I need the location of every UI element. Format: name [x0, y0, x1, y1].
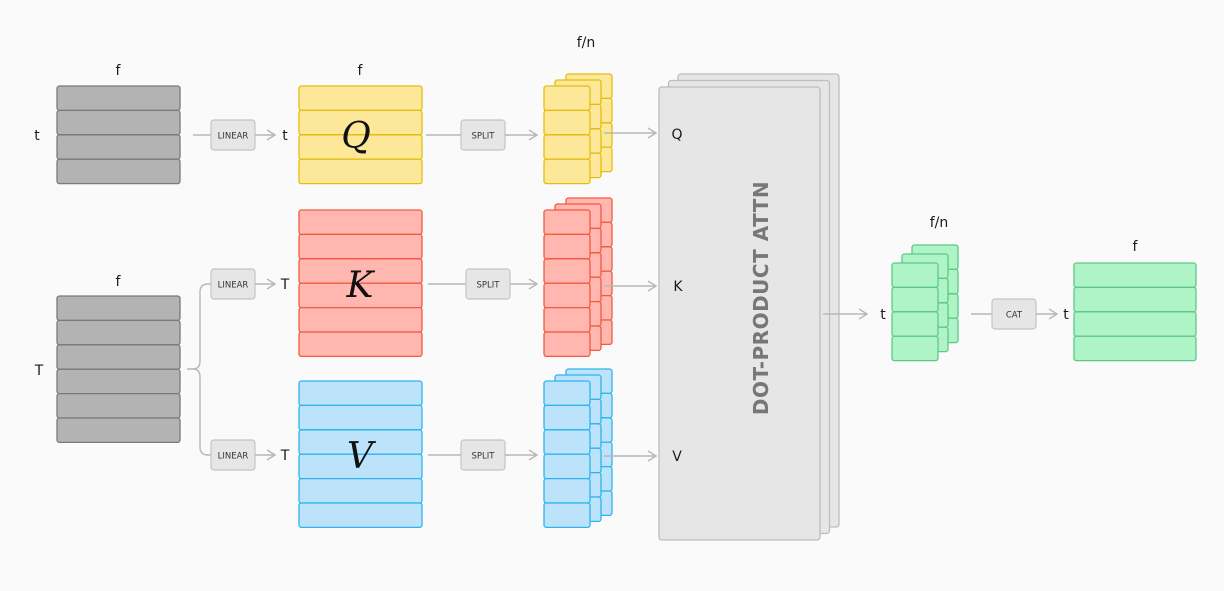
kv-input-row — [56, 417, 181, 444]
value-row — [298, 477, 423, 504]
query-row — [298, 85, 423, 112]
cat-op[interactable]: CAT — [991, 298, 1037, 330]
output-row — [1073, 286, 1197, 313]
key-row — [298, 331, 423, 358]
split-op-label: SPLIT — [477, 281, 501, 291]
v-row-label: T — [280, 448, 290, 464]
value-row — [298, 380, 423, 407]
value-head-1-row — [543, 404, 591, 431]
query-input-row — [56, 85, 181, 112]
output-head-1-row — [891, 335, 939, 362]
value-row — [298, 502, 423, 529]
query-matrix — [298, 85, 423, 185]
key-matrix — [298, 209, 423, 358]
attn-layer-1 — [658, 86, 821, 541]
query-input-row — [56, 158, 181, 185]
key-head-1-row — [543, 209, 591, 236]
linear-op-label: LINEAR — [218, 132, 249, 142]
kv-input-row — [56, 344, 181, 370]
output-row — [1073, 335, 1197, 362]
key-head-1-row — [543, 233, 591, 260]
kv-input-col-label: f — [116, 274, 122, 290]
key-head-1-row — [543, 258, 591, 284]
query-input-row-label: t — [34, 128, 40, 144]
linear-op-v[interactable]: LINEAR — [210, 439, 256, 471]
key-value-input-matrix — [56, 295, 181, 444]
kv-input-row-label: T — [34, 363, 44, 379]
split-op-label: SPLIT — [472, 132, 496, 142]
dot-product-attention-block[interactable] — [658, 73, 840, 541]
linear-op-q[interactable]: LINEAR — [210, 119, 256, 151]
output-row — [1073, 311, 1197, 337]
value-head-1-row — [543, 477, 591, 504]
key-row — [298, 209, 423, 236]
out-col-label: f — [1133, 239, 1139, 255]
query-head-1-row — [543, 134, 591, 160]
value-head-1-row — [543, 502, 591, 529]
out-split-col-label: f/n — [930, 215, 949, 231]
attn-input-v: V — [672, 449, 682, 465]
output-matrix — [1073, 262, 1197, 362]
key-head-1-row — [543, 282, 591, 309]
linear-op-label: LINEAR — [218, 452, 249, 462]
query-head-1-row — [543, 85, 591, 112]
output-heads-stack — [891, 244, 959, 362]
q-split-col-label: f/n — [577, 35, 596, 51]
query-input-matrix — [56, 85, 181, 185]
value-heads-stack — [543, 368, 613, 529]
value-head-1-row — [543, 453, 591, 480]
key-row — [298, 306, 423, 333]
q-row-label: t — [282, 128, 288, 144]
kv-input-row — [56, 392, 181, 419]
kv-input-row — [56, 295, 181, 322]
query-input-col-label: f — [116, 63, 122, 79]
query-input-row — [56, 109, 181, 136]
brace-connector-top — [187, 283, 211, 370]
value-head-1-row — [543, 429, 591, 455]
split-op-v[interactable]: SPLIT — [460, 439, 506, 471]
brace-connector-bottom — [192, 368, 211, 456]
attn-input-q: Q — [671, 127, 682, 143]
query-input-row — [56, 134, 181, 160]
query-heads-stack — [543, 73, 613, 185]
q-col-label: f — [358, 63, 364, 79]
split-op-q[interactable]: SPLIT — [460, 119, 506, 151]
cat-op-label: CAT — [1006, 311, 1023, 321]
key-heads-stack — [543, 197, 613, 358]
kv-input-row — [56, 319, 181, 346]
k-row-label: T — [280, 277, 290, 293]
value-matrix — [298, 380, 423, 529]
k-letter: K — [346, 265, 376, 306]
query-head-1-row — [543, 109, 591, 136]
output-head-1-row — [891, 311, 939, 337]
out-row-label: t — [1063, 307, 1069, 323]
q-letter: Q — [341, 116, 371, 157]
kv-input-row — [56, 368, 181, 395]
v-letter: V — [347, 436, 377, 477]
linear-op-k[interactable]: LINEAR — [210, 268, 256, 300]
query-head-1-row — [543, 158, 591, 185]
attn-label: DOT-PRODUCT ATTN — [749, 181, 773, 415]
value-row — [298, 404, 423, 431]
split-op-label: SPLIT — [472, 452, 496, 462]
output-head-1-row — [891, 262, 939, 289]
split-op-k[interactable]: SPLIT — [465, 268, 511, 300]
value-head-1-row — [543, 380, 591, 407]
key-row — [298, 233, 423, 260]
key-head-1-row — [543, 331, 591, 358]
output-head-1-row — [891, 286, 939, 313]
linear-op-label: LINEAR — [218, 281, 249, 291]
query-row — [298, 158, 423, 185]
key-head-1-row — [543, 306, 591, 333]
out-split-row-label: t — [880, 307, 886, 323]
output-row — [1073, 262, 1197, 289]
attn-input-k: K — [673, 279, 683, 295]
